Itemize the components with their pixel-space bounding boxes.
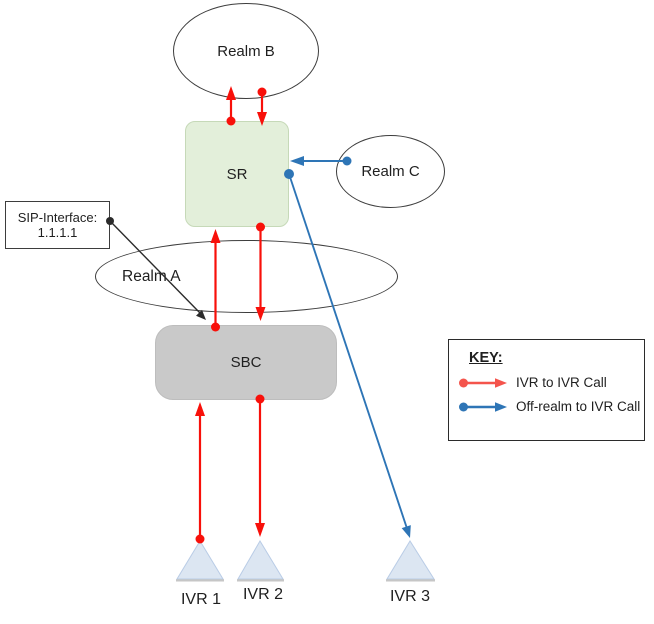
legend-label-off-realm: Off-realm to IVR Call bbox=[516, 399, 641, 414]
ivr3-triangle-icon bbox=[386, 540, 435, 582]
sip-interface-callout: SIP-Interface: 1.1.1.1 bbox=[5, 201, 110, 249]
ivr1-label: IVR 1 bbox=[180, 591, 221, 608]
legend-label-ivr-to-ivr: IVR to IVR Call bbox=[516, 375, 607, 390]
red-arrow-icon bbox=[459, 377, 507, 388]
realm-b-label: Realm B bbox=[217, 42, 275, 60]
legend-box: KEY: IVR to IVR Call Off-realm to IVR Ca… bbox=[448, 339, 645, 441]
arrow-ivr1-to-sbc bbox=[195, 402, 205, 544]
ivr2-triangle-icon bbox=[237, 540, 284, 582]
sip-interface-label: SIP-Interface: bbox=[17, 210, 98, 225]
node-realm-c: Realm C bbox=[336, 135, 445, 208]
realm-a-label: Realm A bbox=[122, 267, 181, 285]
node-realm-a: Realm A bbox=[95, 240, 398, 313]
legend-title: KEY: bbox=[469, 350, 503, 366]
ivr2-label: IVR 2 bbox=[242, 586, 283, 603]
legend-item-off-realm: Off-realm to IVR Call bbox=[458, 399, 644, 414]
blue-arrow-icon bbox=[459, 401, 507, 412]
ivr3-label: IVR 3 bbox=[389, 588, 430, 605]
ivr1-triangle-icon bbox=[176, 540, 224, 582]
sr-label: SR bbox=[226, 165, 248, 183]
node-sbc: SBC bbox=[155, 325, 337, 400]
node-sr: SR bbox=[185, 121, 289, 227]
sbc-label: SBC bbox=[230, 354, 262, 371]
arrow-sbc-to-ivr2 bbox=[255, 394, 265, 537]
sip-interface-address: 1.1.1.1 bbox=[37, 225, 78, 240]
realm-c-label: Realm C bbox=[361, 163, 420, 180]
node-realm-b: Realm B bbox=[173, 3, 319, 99]
legend-item-ivr-to-ivr: IVR to IVR Call bbox=[458, 375, 644, 390]
